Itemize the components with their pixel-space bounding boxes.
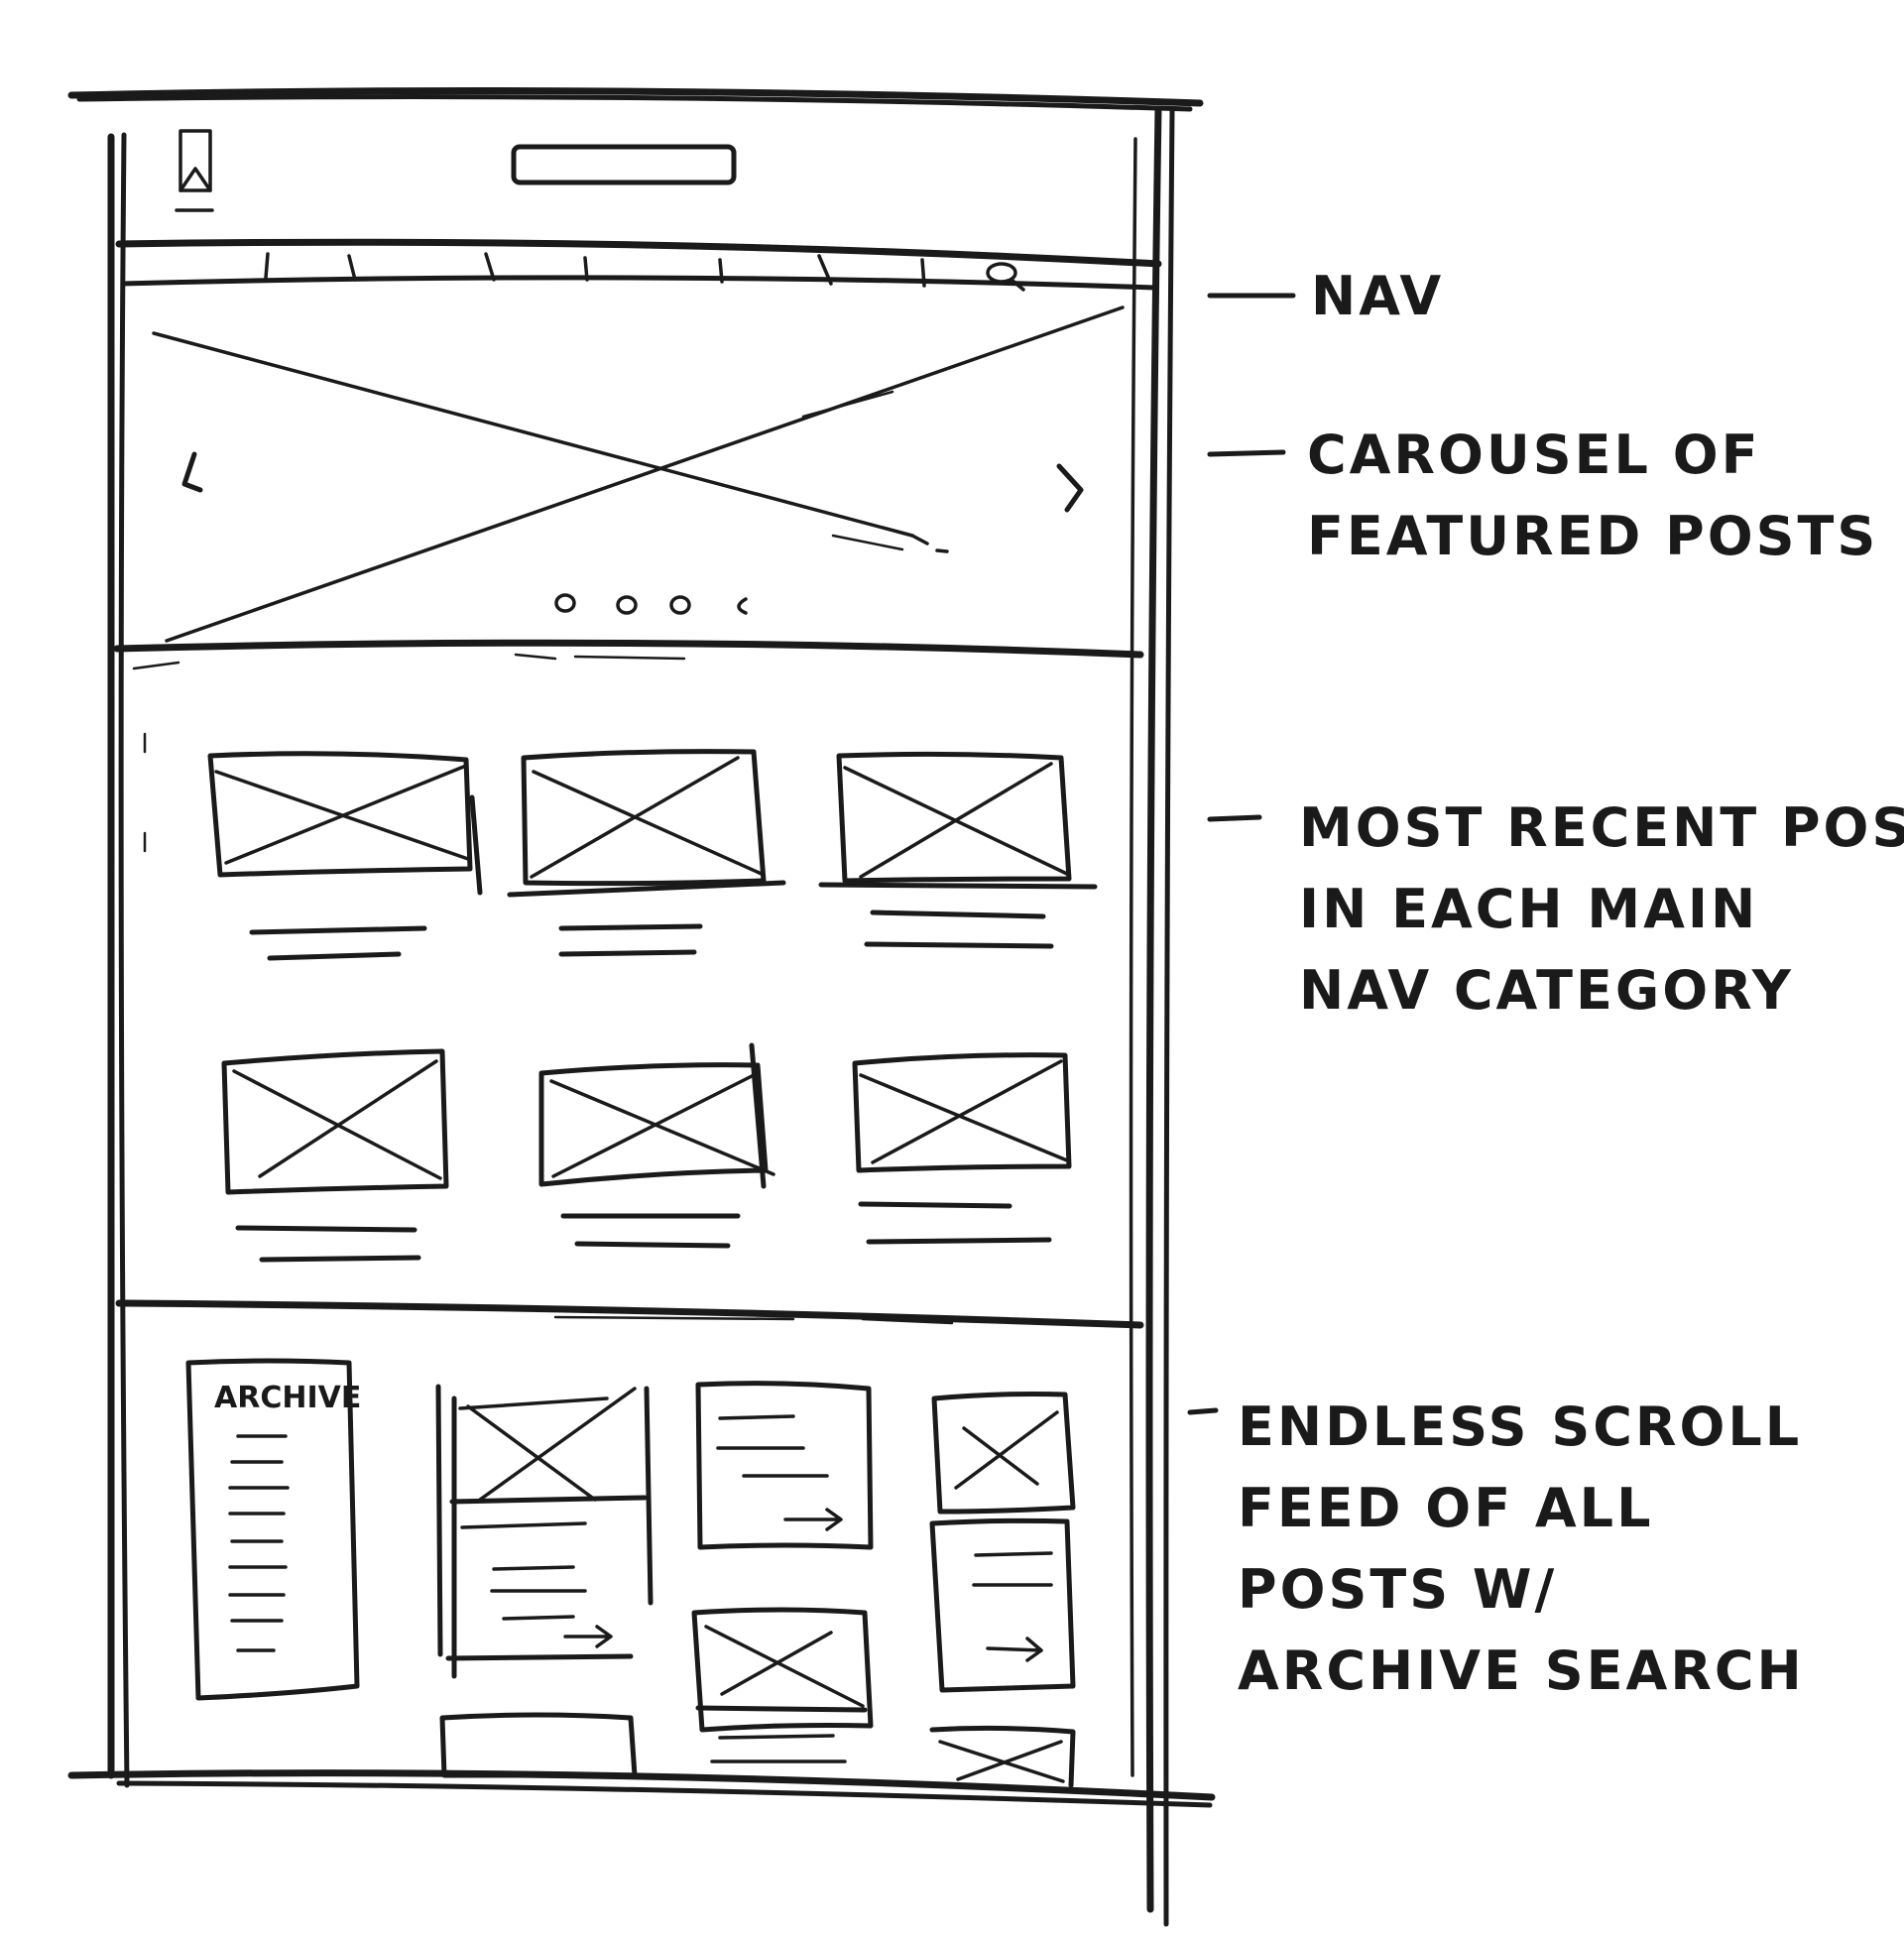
recent-post-card[interactable]	[221, 1048, 449, 1263]
annotation-feed-line: POSTS W/	[1238, 1558, 1558, 1621]
annotation-feed-line: ENDLESS SCROLL	[1238, 1395, 1803, 1458]
feed-post-card[interactable]	[435, 1384, 654, 1679]
site-title-placeholder	[511, 144, 737, 185]
recent-post-card[interactable]	[818, 751, 1098, 949]
annotation-feed: ENDLESS SCROLL FEED OF ALL POSTS W/ ARCH…	[1238, 1387, 1805, 1712]
annotation-nav-line: NAV	[1311, 265, 1445, 327]
annotation-carousel: CAROUSEL OF FEATURED POSTS	[1307, 415, 1878, 577]
annotation-leaders	[1187, 293, 1296, 1415]
feed-section	[185, 1358, 1076, 1788]
header	[175, 129, 737, 212]
logo-bookmark-icon	[175, 129, 214, 212]
arrow-right-icon[interactable]	[563, 1625, 613, 1648]
feed-post-card[interactable]	[695, 1381, 874, 1550]
recent-post-card[interactable]	[852, 1052, 1072, 1245]
archive-sidebar[interactable]	[185, 1358, 360, 1701]
load-more-button[interactable]	[439, 1712, 638, 1778]
carousel-dots[interactable]	[554, 593, 748, 615]
feed-post-card[interactable]	[691, 1607, 874, 1763]
annotation-feed-line: ARCHIVE SEARCH	[1238, 1639, 1805, 1702]
recent-post-card[interactable]	[207, 751, 483, 961]
arrow-right-icon[interactable]	[986, 1637, 1043, 1662]
carousel[interactable]	[113, 305, 1144, 670]
annotation-recent-line: NAV CATEGORY	[1299, 959, 1794, 1022]
nav-bar[interactable]	[115, 238, 1162, 292]
annotation-recent: MOST RECENT POST IN EACH MAIN NAV CATEGO…	[1299, 788, 1904, 1031]
annotation-recent-line: MOST RECENT POST	[1299, 796, 1904, 859]
search-icon[interactable]	[986, 262, 1025, 292]
annotation-carousel-line: FEATURED POSTS	[1307, 505, 1879, 567]
carousel-prev-chevron-left-icon[interactable]	[181, 451, 203, 493]
annotation-recent-line: IN EACH MAIN	[1299, 878, 1759, 940]
carousel-next-chevron-right-icon[interactable]	[1056, 463, 1084, 513]
page-frame	[67, 87, 1216, 1927]
annotation-nav: NAV	[1311, 256, 1444, 337]
recent-posts-grid	[115, 732, 1144, 1329]
arrow-right-icon[interactable]	[783, 1508, 843, 1531]
annotation-feed-line: FEED OF ALL	[1238, 1477, 1654, 1539]
annotation-carousel-line: CAROUSEL OF	[1307, 424, 1761, 486]
feed-post-card[interactable]	[929, 1392, 1076, 1693]
feed-post-card[interactable]	[929, 1725, 1076, 1788]
recent-post-card[interactable]	[507, 749, 786, 957]
archive-label: ARCHIVE	[214, 1381, 362, 1415]
recent-post-card[interactable]	[538, 1042, 775, 1249]
